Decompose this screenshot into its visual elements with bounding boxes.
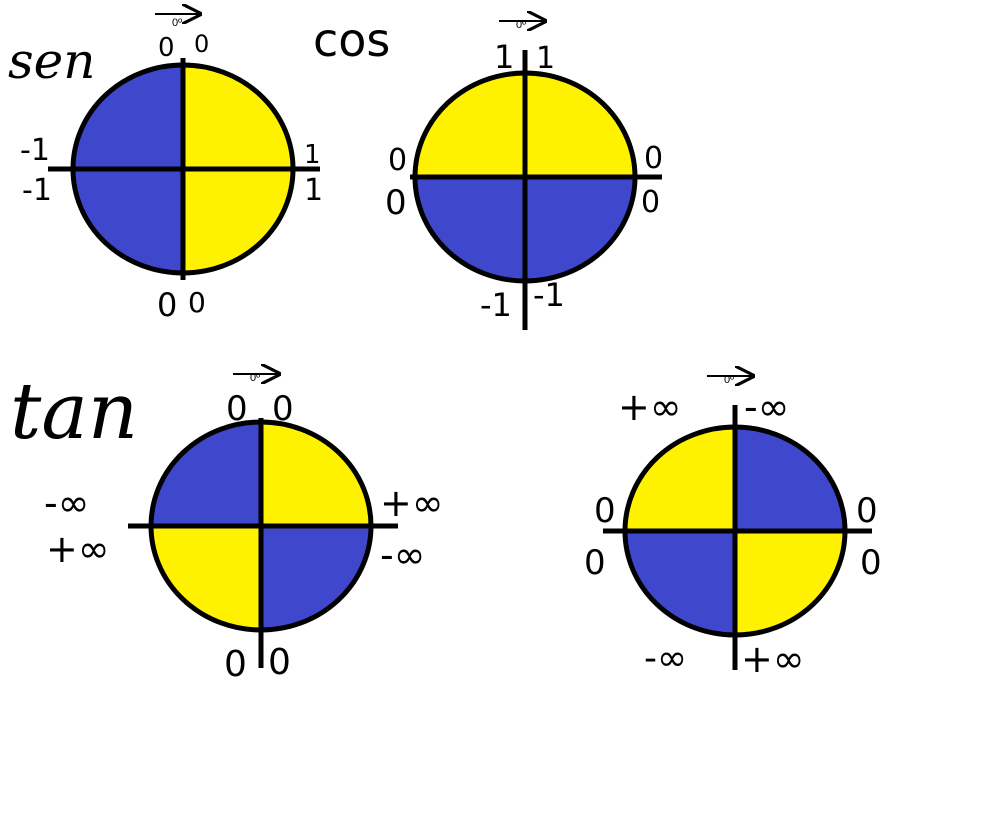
sen-diagram: sen 0º 0 0 -1 -1 1 1 0 0: [8, 14, 323, 324]
sen-degree-label: 0º: [172, 17, 182, 29]
cos-label-top-b: 1: [536, 41, 555, 76]
cos-diagram: cos 0º 1 1 0 0 0 0 -1 -1: [313, 13, 663, 330]
sen-circle: [48, 58, 320, 280]
sen-quadrant-top-left: [73, 65, 183, 169]
cot-quadrant-top-right: [735, 427, 845, 531]
sen-quadrant-top-right: [183, 65, 293, 169]
cos-degree-label: 0º: [516, 19, 526, 31]
cot-label-bottom-b: +∞: [741, 637, 805, 681]
tan-label-right-a: +∞: [380, 481, 444, 525]
tan-label-left-b: +∞: [46, 527, 110, 571]
cos-quadrant-top-right: [525, 73, 635, 177]
cos-title: cos: [313, 13, 390, 67]
sen-label-bottom-b: 0: [188, 286, 206, 319]
tan-diagram: tan 0º 0 0 -∞ +∞ +∞ -∞ 0 0: [10, 367, 444, 685]
cot-label-bottom-a: -∞: [644, 638, 687, 679]
cot-quadrant-bottom-right: [735, 531, 845, 635]
tan-quadrant-bottom-right: [261, 526, 371, 630]
sen-label-right-b: 1: [304, 173, 323, 208]
cos-label-left-b: 0: [385, 183, 407, 223]
sen-label-top-a: 0: [158, 33, 175, 63]
cot-label-left-a: 0: [594, 491, 616, 531]
cot-label-left-b: 0: [584, 543, 606, 583]
cot-label-top-b: -∞: [744, 385, 789, 429]
cot-diagram: 0º +∞ -∞ 0 0 0 0 -∞ +∞: [584, 374, 882, 681]
sen-label-left-b: -1: [22, 173, 52, 208]
cos-circle: [410, 50, 662, 330]
tan-quadrant-top-left: [151, 422, 261, 526]
cot-quadrant-bottom-left: [625, 531, 735, 635]
cos-label-right-a: 0: [644, 141, 663, 176]
cos-label-right-b: 0: [641, 185, 660, 220]
cos-quadrant-bottom-left: [415, 177, 525, 281]
sen-label-right-a: 1: [304, 140, 321, 170]
sen-quadrant-bottom-left: [73, 169, 183, 273]
tan-label-top-a: 0: [226, 389, 248, 429]
tan-circle: [128, 418, 398, 668]
sen-label-bottom-a: 0: [157, 286, 177, 324]
cos-quadrant-bottom-right: [525, 177, 635, 281]
tan-label-top-b: 0: [272, 389, 294, 429]
cos-label-bottom-b: -1: [533, 276, 565, 314]
tan-quadrant-bottom-left: [151, 526, 261, 630]
cot-label-top-a: +∞: [618, 385, 682, 429]
cot-label-right-a: 0: [856, 491, 878, 531]
cot-label-right-b: 0: [860, 543, 882, 583]
sen-label-top-b: 0: [194, 30, 209, 58]
tan-label-bottom-a: 0: [224, 644, 247, 685]
cot-quadrant-top-left: [625, 427, 735, 531]
cot-degree-label: 0º: [724, 374, 734, 386]
cos-quadrant-top-left: [415, 73, 525, 177]
cos-label-left-a: 0: [388, 143, 407, 178]
cos-label-top-a: 1: [494, 38, 514, 76]
cot-circle: [603, 405, 872, 670]
sen-title: sen: [8, 32, 95, 90]
tan-quadrant-top-right: [261, 422, 371, 526]
sen-label-left-a: -1: [20, 133, 50, 168]
sen-quadrant-bottom-right: [183, 169, 293, 273]
tan-label-left-a: -∞: [44, 481, 89, 525]
tan-title: tan: [10, 367, 138, 457]
tan-label-bottom-b: 0: [268, 642, 291, 683]
cos-label-bottom-a: -1: [480, 286, 512, 324]
tan-label-right-b: -∞: [380, 533, 425, 577]
tan-degree-label: 0º: [250, 372, 260, 384]
